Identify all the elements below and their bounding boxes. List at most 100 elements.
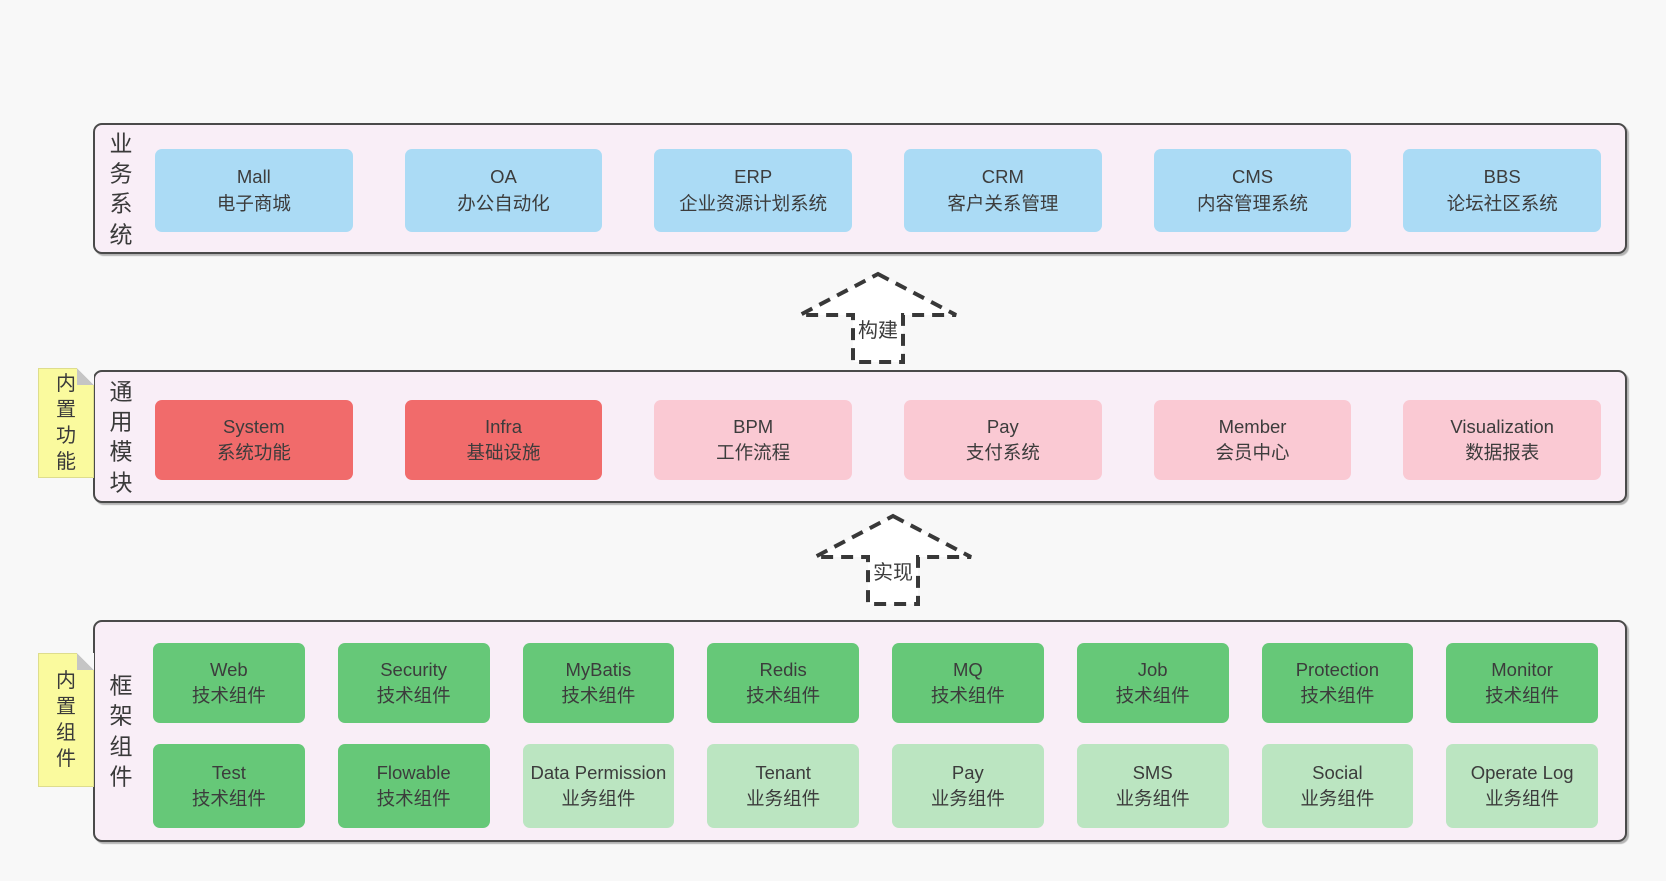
- box-flowable: Flowable 技术组件: [337, 744, 490, 828]
- box-pay: Pay 支付系统: [904, 400, 1102, 480]
- box-bpm: BPM 工作流程: [654, 400, 853, 480]
- section-label-common-modules: 通用模块: [109, 377, 133, 495]
- box-subtitle: 业务组件: [746, 788, 821, 809]
- box-protection: Protection 技术组件: [1261, 643, 1414, 723]
- box-subtitle: 支付系统: [965, 442, 1040, 463]
- box-erp: ERP 企业资源计划系统: [654, 149, 853, 232]
- box-title: OA: [490, 166, 517, 188]
- box-title: ERP: [734, 166, 773, 188]
- box-social: Social 业务组件: [1261, 744, 1414, 828]
- box-title: Visualization: [1450, 415, 1554, 437]
- box-mall: Mall 电子商城: [155, 149, 353, 232]
- box-sms: SMS 业务组件: [1076, 744, 1229, 828]
- box-title: Redis: [759, 658, 807, 680]
- box-subtitle: 业务组件: [1485, 788, 1560, 809]
- box-crm: CRM 客户关系管理: [904, 149, 1102, 232]
- box-subtitle: 办公自动化: [457, 192, 550, 214]
- box-tenant: Tenant 业务组件: [707, 744, 859, 828]
- box-subtitle: 技术组件: [376, 788, 451, 809]
- sticky-note-built-in-features: 内置功能: [38, 368, 94, 478]
- box-title: BPM: [733, 415, 774, 437]
- box-title: CRM: [981, 166, 1024, 188]
- box-title: Flowable: [376, 761, 451, 783]
- box-subtitle: 技术组件: [1115, 685, 1190, 706]
- box-subtitle: 技术组件: [191, 788, 266, 809]
- box-title: Data Permission: [530, 761, 667, 783]
- box-data-permission: Data Permission 业务组件: [522, 744, 675, 828]
- box-title: Social: [1312, 761, 1363, 783]
- box-subtitle: 论坛社区系统: [1446, 192, 1558, 214]
- box-infra: Infra 基础设施: [404, 400, 603, 480]
- box-subtitle: 技术组件: [376, 685, 451, 706]
- box-subtitle: 业务组件: [1115, 788, 1190, 809]
- box-title: Protection: [1295, 658, 1380, 680]
- build-arrow-icon: 构建: [799, 271, 957, 364]
- box-subtitle: 技术组件: [191, 685, 266, 706]
- box-subtitle: 工作流程: [716, 442, 791, 463]
- box-subtitle: 电子商城: [216, 192, 291, 214]
- folded-corner-icon: [77, 653, 94, 670]
- box-title: Pay: [986, 415, 1019, 437]
- box-subtitle: 技术组件: [561, 685, 636, 706]
- box-title: Job: [1137, 658, 1168, 680]
- box-title: Security: [380, 658, 448, 680]
- box-title: Operate Log: [1470, 761, 1574, 783]
- box-operate-log: Operate Log 业务组件: [1446, 744, 1598, 828]
- box-title: MyBatis: [565, 658, 632, 680]
- box-title: Pay: [951, 761, 984, 783]
- box-subtitle: 内容管理系统: [1197, 192, 1309, 214]
- box-row: System 系统功能 Infra 基础设施 BPM 工作流程 Pay 支付系统 Member 会…: [155, 400, 1602, 480]
- box-security: Security 技术组件: [337, 643, 490, 723]
- box-subtitle: 数据报表: [1465, 442, 1540, 463]
- box-subtitle: 企业资源计划系统: [679, 192, 828, 214]
- box-oa: OA 办公自动化: [404, 149, 603, 232]
- folded-corner-icon: [77, 368, 94, 385]
- box-title: Infra: [484, 415, 523, 437]
- box-redis: Redis 技术组件: [707, 643, 859, 723]
- section-label-framework-components: 框架组件: [109, 672, 133, 790]
- box-mybatis: MyBatis 技术组件: [522, 643, 675, 723]
- box-subtitle: 技术组件: [746, 685, 821, 706]
- box-visualization: Visualization 数据报表: [1403, 400, 1602, 480]
- box-pay: Pay 业务组件: [892, 744, 1044, 828]
- box-subtitle: 业务组件: [930, 788, 1005, 809]
- box-title: Web: [210, 658, 248, 680]
- box-cms: CMS 内容管理系统: [1153, 149, 1352, 232]
- box-title: Member: [1218, 415, 1287, 437]
- implement-arrow-icon: 实现: [814, 513, 972, 606]
- box-title: Monitor: [1491, 658, 1553, 680]
- box-title: Test: [211, 761, 246, 783]
- box-title: SMS: [1132, 761, 1173, 783]
- box-title: CMS: [1231, 166, 1274, 188]
- box-member: Member 会员中心: [1153, 400, 1352, 480]
- sticky-note-text: 内置功能: [56, 373, 76, 473]
- box-subtitle: 基础设施: [466, 442, 541, 463]
- box-subtitle: 客户关系管理: [947, 192, 1059, 214]
- implement-arrow-label: 实现: [873, 561, 913, 584]
- sticky-note-built-in-components: 内置组件: [38, 653, 94, 787]
- box-title: System: [222, 415, 285, 437]
- box-subtitle: 会员中心: [1215, 442, 1290, 463]
- box-title: Mall: [236, 166, 271, 188]
- box-subtitle: 技术组件: [930, 685, 1005, 706]
- box-subtitle: 业务组件: [561, 788, 636, 809]
- section-common-modules: 通用模块 System 系统功能 Infra 基础设施 BPM 工作流程 Pay 支付系统 Me…: [93, 370, 1627, 503]
- box-subtitle: 系统功能: [216, 442, 291, 463]
- box-monitor: Monitor 技术组件: [1446, 643, 1598, 723]
- box-subtitle: 业务组件: [1300, 788, 1375, 809]
- box-system: System 系统功能: [155, 400, 353, 480]
- box-subtitle: 技术组件: [1300, 685, 1375, 706]
- sticky-note-text: 内置组件: [56, 670, 76, 770]
- box-title: Tenant: [755, 761, 811, 783]
- box-test: Test 技术组件: [153, 744, 305, 828]
- box-subtitle: 技术组件: [1485, 685, 1560, 706]
- build-arrow-label: 构建: [858, 319, 898, 342]
- box-job: Job 技术组件: [1076, 643, 1229, 723]
- box-web: Web 技术组件: [153, 643, 305, 723]
